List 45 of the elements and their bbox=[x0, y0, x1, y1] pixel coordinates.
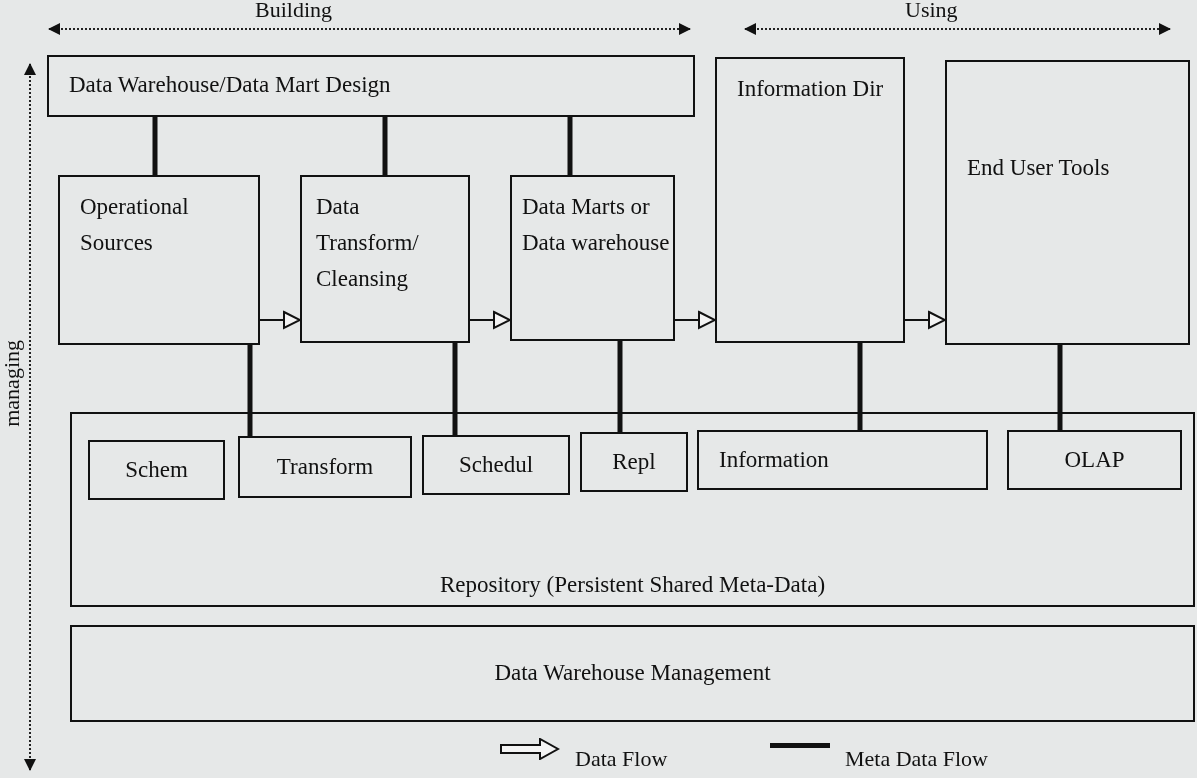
repository-panel bbox=[70, 412, 1195, 607]
node-label: Information Dir bbox=[737, 75, 885, 103]
phase-label: Using bbox=[905, 0, 958, 23]
meta-data-line bbox=[567, 117, 573, 175]
node-label: Schem bbox=[124, 456, 189, 484]
component-box bbox=[422, 435, 570, 495]
meta-data-line bbox=[152, 117, 158, 175]
legend-label: Data Flow bbox=[575, 746, 668, 772]
data-flow-arrow bbox=[259, 311, 301, 329]
management-band bbox=[70, 625, 1195, 722]
process-box bbox=[300, 175, 470, 343]
meta-data-line bbox=[382, 117, 388, 175]
node-label: Repository (Persistent Shared Meta-Data) bbox=[438, 571, 827, 599]
node-label: Schedul bbox=[457, 451, 535, 479]
data-flow-arrow bbox=[904, 311, 946, 329]
phase-label: Building bbox=[255, 0, 332, 23]
node-label: End User Tools bbox=[967, 154, 1111, 182]
node-label: Operational Sources bbox=[80, 193, 190, 257]
meta-data-line bbox=[857, 343, 863, 430]
process-box bbox=[715, 57, 905, 343]
node-label: OLAP bbox=[1063, 446, 1126, 474]
component-box bbox=[88, 440, 225, 500]
process-box bbox=[945, 60, 1190, 345]
meta-data-line bbox=[617, 341, 623, 432]
design-box bbox=[47, 55, 695, 117]
legend-label: Meta Data Flow bbox=[845, 746, 988, 772]
meta-data-line bbox=[1057, 345, 1063, 430]
component-box bbox=[238, 436, 412, 498]
node-label: Repl bbox=[611, 448, 657, 476]
node-label: Data Transform/ Cleansing bbox=[316, 193, 420, 293]
node-label: Transform bbox=[275, 453, 375, 481]
component-box bbox=[1007, 430, 1182, 490]
data-flow-arrow bbox=[674, 311, 716, 329]
node-label: Data Warehouse/Data Mart Design bbox=[69, 71, 392, 99]
process-box bbox=[510, 175, 675, 341]
process-box bbox=[58, 175, 260, 345]
node-label: Data Marts or Data warehouse bbox=[522, 193, 671, 257]
meta-data-line bbox=[452, 343, 458, 435]
meta-data-line bbox=[247, 345, 253, 436]
node-label: Data Warehouse Management bbox=[493, 659, 772, 687]
data-flow-arrow bbox=[469, 311, 511, 329]
node-label: Information bbox=[719, 446, 830, 474]
component-box bbox=[580, 432, 688, 492]
component-box bbox=[697, 430, 988, 490]
axis-label: managing bbox=[2, 340, 22, 427]
